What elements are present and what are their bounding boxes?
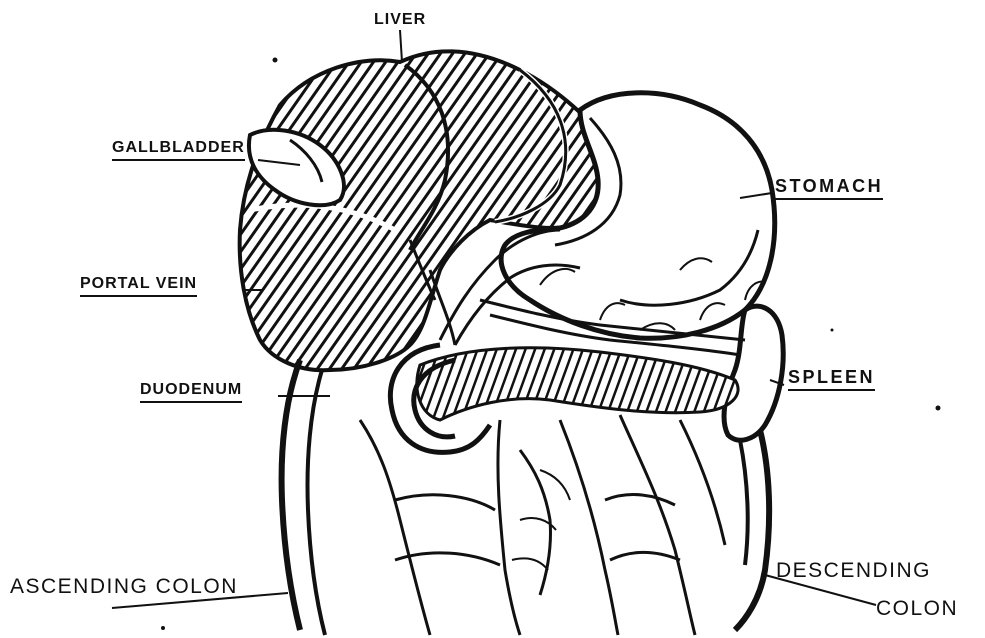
label-descending-colon-line1: DESCENDING (776, 560, 931, 581)
spleen-shape (724, 306, 783, 440)
label-duodenum: DUODENUM (140, 382, 242, 403)
label-stomach: STOMACH (775, 177, 883, 200)
liver-shape (240, 51, 619, 370)
label-portal-vein: PORTAL VEIN (80, 276, 197, 297)
label-gallbladder: GALLBLADDER (112, 140, 245, 161)
label-descending-colon-line2: COLON (876, 598, 958, 619)
label-spleen: SPLEEN (788, 368, 875, 391)
label-liver: LIVER (374, 12, 426, 28)
liver-leader-line (400, 30, 402, 62)
label-ascending-colon: ASCENDING COLON (10, 576, 238, 597)
pancreas-shape (417, 348, 738, 420)
